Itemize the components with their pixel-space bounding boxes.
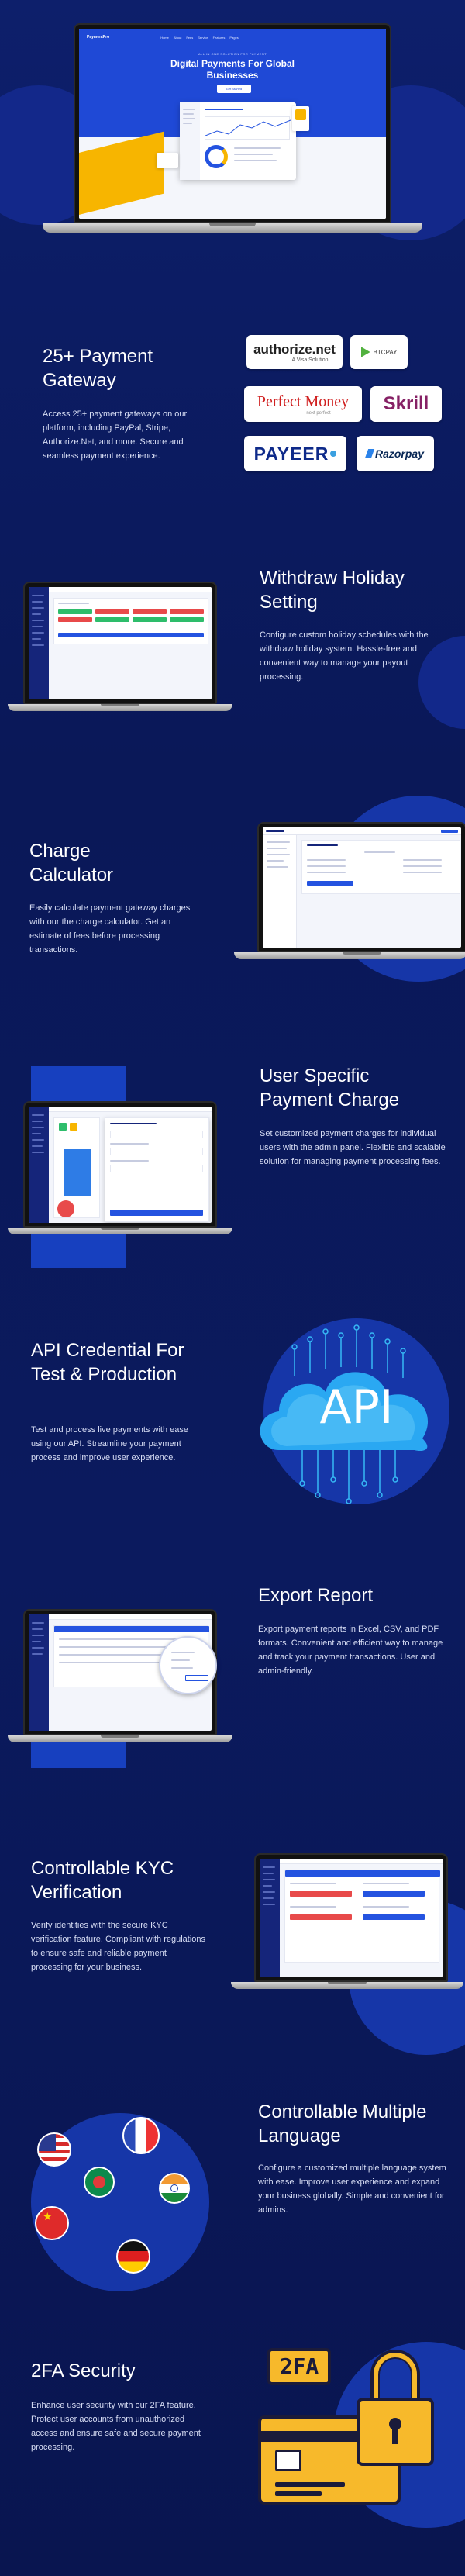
flag-france-icon — [122, 2117, 160, 2154]
twofa-badge-box: 2FA — [267, 2348, 331, 2385]
withdraw-holiday-section: Withdraw Holiday Setting Configure custo… — [0, 543, 465, 737]
kyc-description: Verify identities with the secure KYC ve… — [31, 1921, 206, 1972]
user-charge-description: Set customized payment charges for indiv… — [260, 1129, 446, 1166]
withdraw-holiday-laptop — [8, 582, 232, 713]
hero-nav-home[interactable]: Home — [160, 35, 169, 40]
hero-section: PaymentPro Home About Fees Service Featu… — [0, 0, 465, 256]
api-cloud-illustration — [260, 1324, 429, 1504]
user-charge-title: User Specific Payment Charge — [260, 1065, 400, 1110]
export-laptop — [8, 1609, 232, 1745]
api-title: API Credential For Test & Production — [31, 1340, 184, 1385]
flag-bangladesh-icon — [84, 2167, 115, 2198]
hero-nav-fees[interactable]: Fees — [186, 35, 194, 40]
skrill-logo: Skrill — [370, 386, 442, 422]
hero-cta-button[interactable]: Get Started — [217, 85, 251, 93]
flag-germany-icon — [116, 2239, 150, 2274]
hero-nav-pages[interactable]: Pages — [229, 35, 239, 40]
hero-nav-features[interactable]: Features — [212, 35, 226, 40]
withdraw-holiday-description: Configure custom holiday schedules with … — [260, 630, 429, 682]
flag-china-icon: ★ — [35, 2206, 69, 2240]
razorpay-icon — [364, 449, 375, 458]
export-title: Export Report — [258, 1585, 374, 1606]
charge-calculator-section: Charge Calculator Easily calculate payme… — [0, 791, 465, 985]
charge-calculator-screen — [263, 827, 461, 948]
withdraw-holiday-title: Withdraw Holiday Setting — [260, 568, 405, 613]
padlock-icon — [356, 2350, 434, 2466]
btcpay-logo: BTCPAY — [350, 335, 408, 369]
charge-calculator-description: Easily calculate payment gateway charges… — [29, 903, 191, 955]
hero-dashboard-preview — [180, 102, 296, 180]
hero-nav-service[interactable]: Service — [198, 35, 208, 40]
payment-gateway-title: 25+ Payment Gateway — [43, 346, 153, 391]
hero-brand[interactable]: PaymentPro — [87, 35, 110, 40]
api-description: Test and process live payments with ease… — [31, 1425, 188, 1462]
api-section: API Credential For Test & Production Tes… — [0, 1310, 465, 1512]
user-charge-section: User Specific Payment Charge Set customi… — [0, 1058, 465, 1268]
user-charge-laptop — [8, 1101, 232, 1237]
charge-calculator-title: Charge Calculator — [29, 841, 114, 886]
payeer-logo: PAYEER — [244, 436, 346, 471]
flag-usa-icon — [37, 2132, 71, 2167]
btcpay-icon — [360, 347, 370, 357]
kyc-section: Controllable KYC Verification Verify ide… — [0, 1846, 465, 2055]
perfect-money-logo: Perfect Money next perfect — [244, 386, 362, 422]
export-zoom-circle — [159, 1636, 217, 1694]
export-section: Export Report Export payment reports in … — [0, 1574, 465, 1768]
user-charge-screen — [29, 1107, 212, 1223]
hero-nav-about[interactable]: About — [173, 35, 182, 40]
payeer-dot-icon — [330, 451, 337, 457]
hero-tagline: ALL IN ONE SOLUTION FOR PAYMENT — [198, 52, 267, 56]
language-description: Configure a customized multiple language… — [258, 2163, 446, 2215]
payment-gateway-description: Access 25+ payment gateways on our platf… — [43, 409, 188, 461]
withdraw-holiday-screen — [29, 587, 212, 699]
hero-screen: PaymentPro Home About Fees Service Featu… — [79, 29, 386, 219]
payment-gateway-section: 25+ Payment Gateway Access 25+ payment g… — [0, 318, 465, 504]
charge-calculator-laptop — [234, 822, 465, 962]
twofa-badge-text: 2FA — [279, 2353, 319, 2379]
kyc-laptop — [231, 1853, 463, 1991]
kyc-screen — [260, 1859, 443, 1977]
export-description: Export payment reports in Excel, CSV, an… — [258, 1625, 443, 1676]
language-title: Controllable Multiple Language — [258, 2101, 427, 2146]
twofa-title: 2FA Security — [31, 2360, 136, 2381]
razorpay-logo: Razorpay — [356, 436, 434, 471]
twofa-section: 2FA Security Enhance user security with … — [0, 2334, 465, 2567]
authorize-net-logo: authorize.net A Visa Solution — [246, 335, 343, 369]
hero-headline: Digital Payments For Global Businesses — [170, 58, 295, 81]
hero-laptop: PaymentPro Home About Fees Service Featu… — [43, 23, 422, 244]
api-badge-text: API — [319, 1380, 394, 1435]
flag-india-icon — [159, 2173, 190, 2204]
kyc-title: Controllable KYC Verification — [31, 1858, 174, 1903]
twofa-description: Enhance user security with our 2FA featu… — [31, 2401, 201, 2452]
language-section: ★ Controllable Multiple Language Configu… — [0, 2086, 465, 2295]
